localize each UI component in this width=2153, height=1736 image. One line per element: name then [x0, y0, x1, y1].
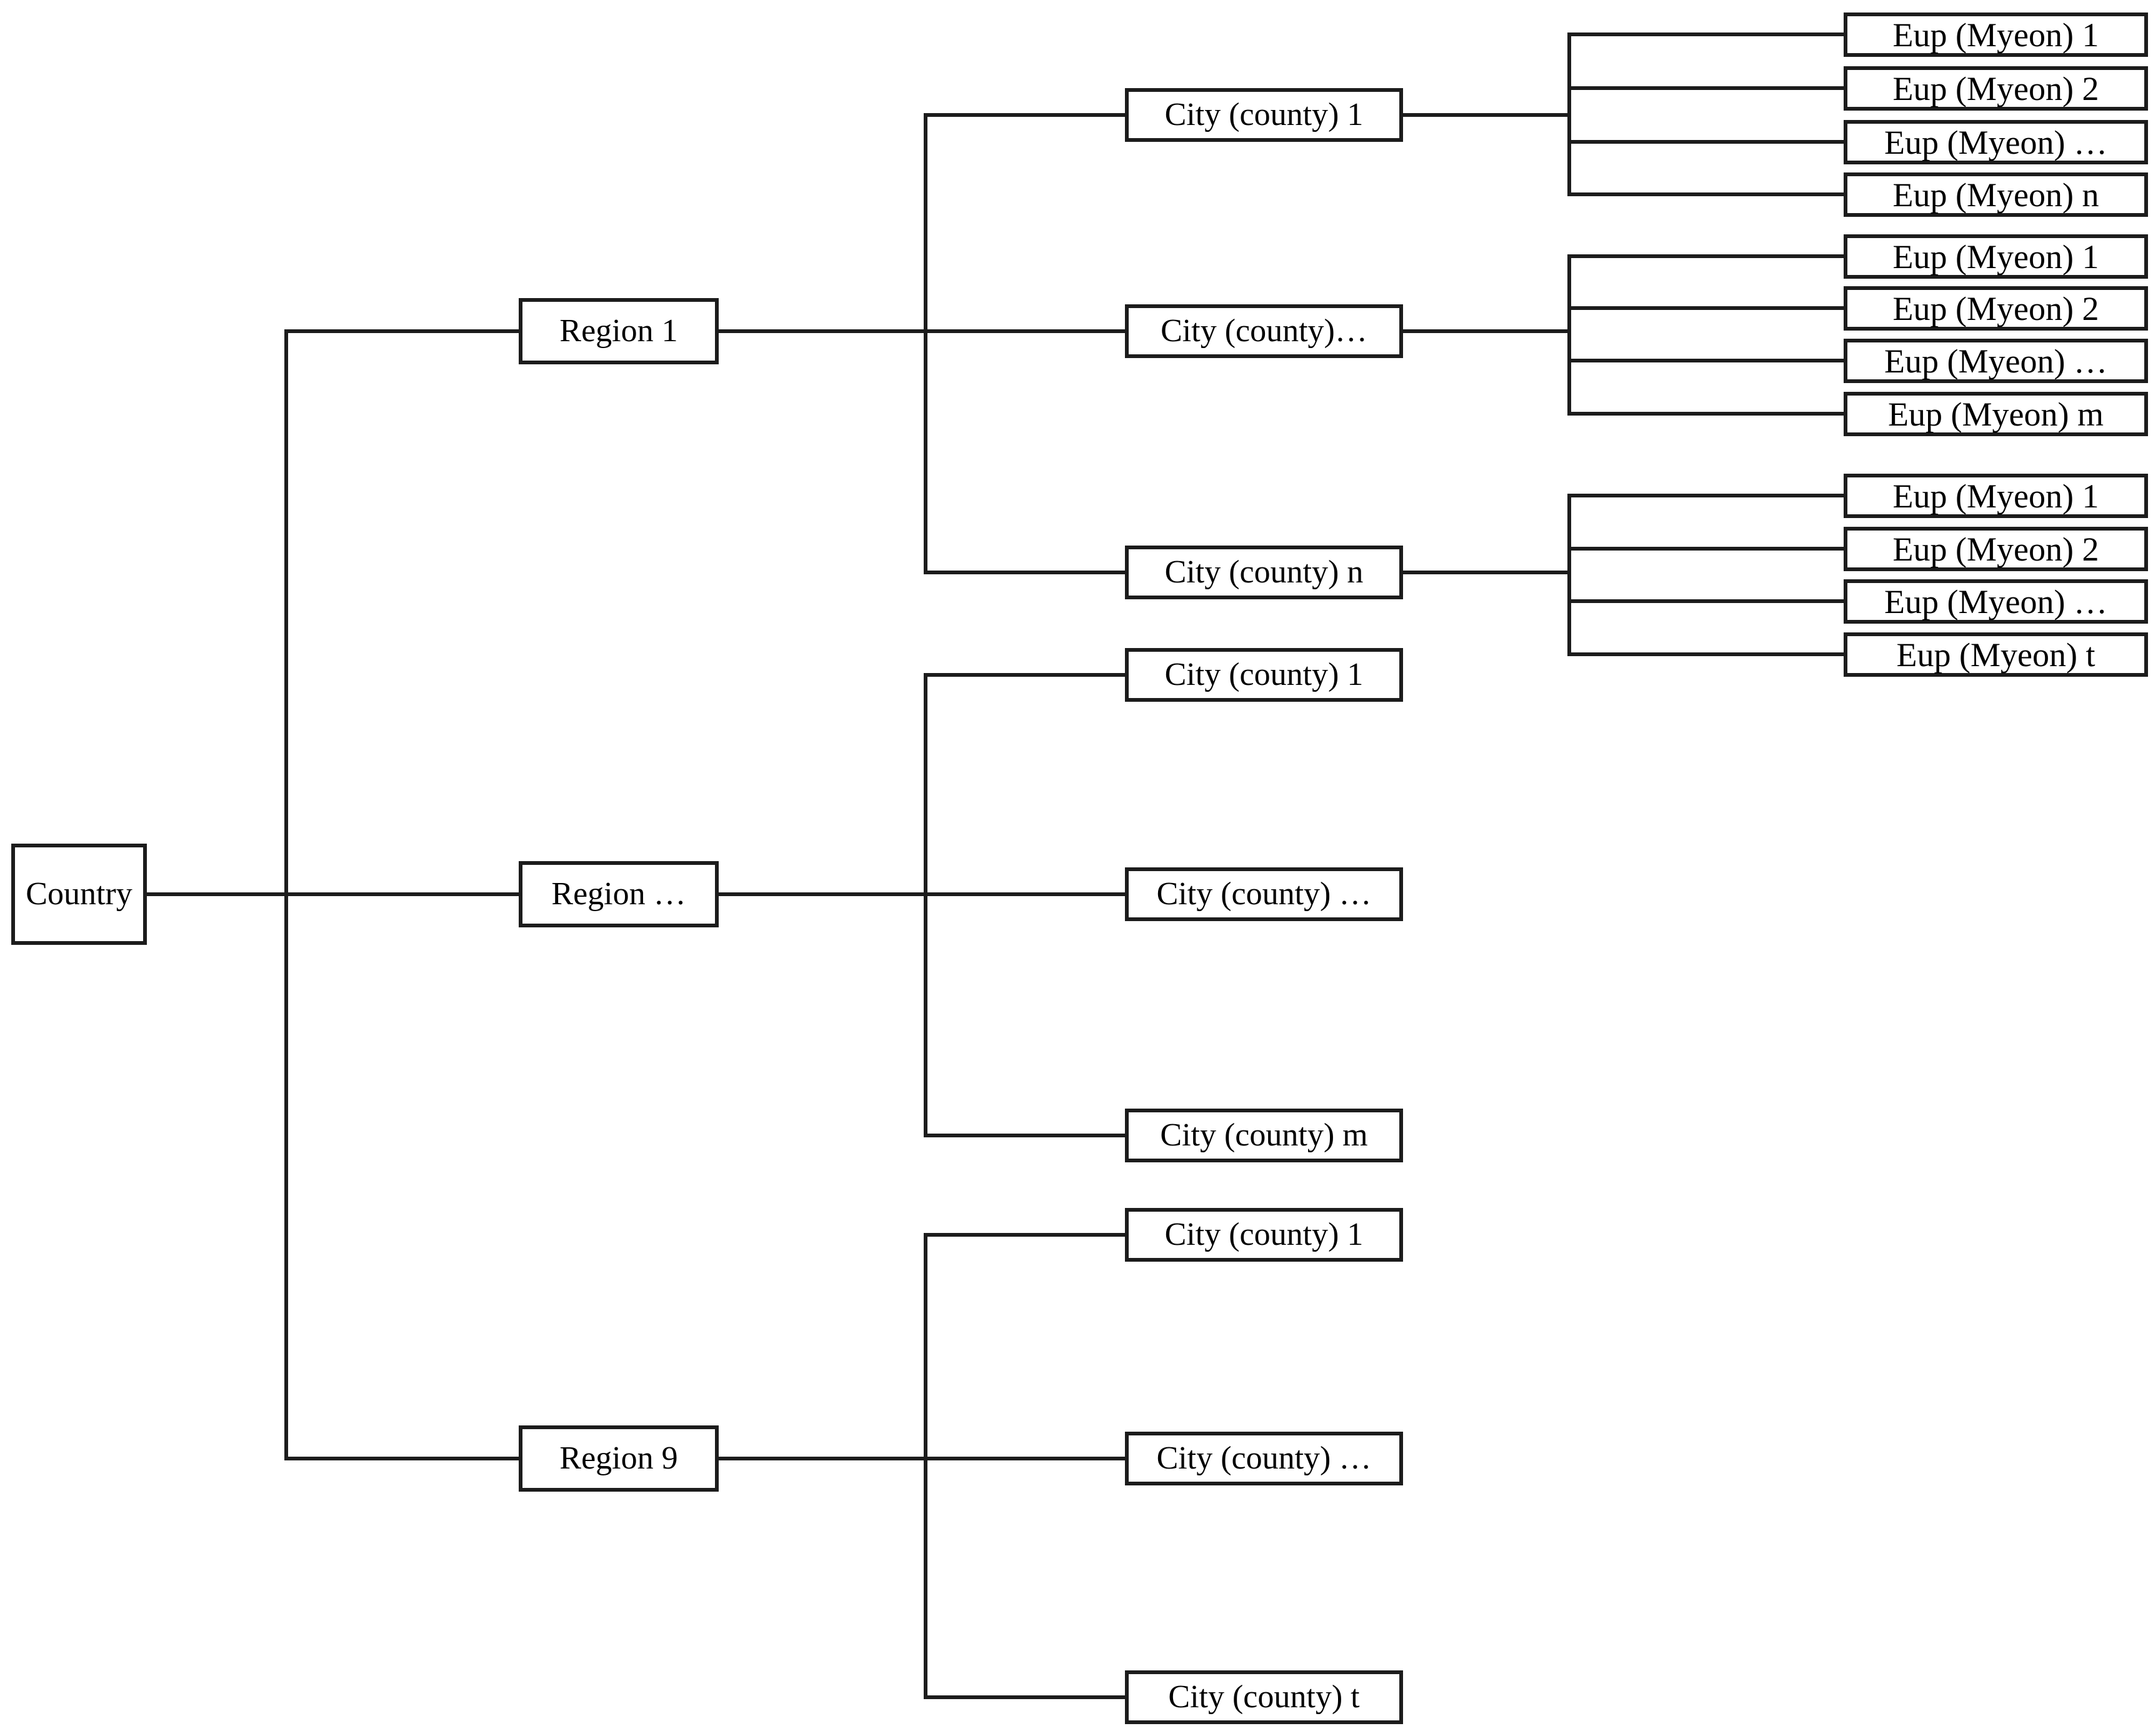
connector-eup-branch [1567, 359, 1844, 362]
node-country: Country [11, 844, 147, 945]
connector-city2-feed [1403, 329, 1569, 333]
connector-eup-branch [1567, 652, 1844, 656]
node-city-r1-ellipsis: City (county)… [1125, 304, 1403, 358]
node-eup-g3-ellipsis: Eup (Myeon) … [1844, 579, 2148, 624]
connector-eup-trunk-2 [1567, 254, 1571, 416]
connector-city-branch [924, 113, 1125, 117]
node-region-9: Region 9 [519, 1425, 719, 1492]
connector-eup-branch [1567, 32, 1844, 36]
node-eup-g2-ellipsis: Eup (Myeon) … [1844, 339, 2148, 383]
node-eup-g2-1: Eup (Myeon) 1 [1844, 234, 2148, 279]
connector-region9-branch [284, 1457, 519, 1460]
connector-country-feed [147, 892, 519, 896]
connector-eup-branch [1567, 599, 1844, 603]
node-city-r2-ellipsis: City (county) … [1125, 867, 1403, 921]
node-city-r2-m: City (county) m [1125, 1109, 1403, 1162]
connector-eup-branch [1567, 254, 1844, 258]
node-eup-g3-t: Eup (Myeon) t [1844, 632, 2148, 677]
connector-city-branch [924, 1695, 1125, 1699]
connector-eup-branch [1567, 547, 1844, 551]
node-eup-g2-m: Eup (Myeon) m [1844, 392, 2148, 436]
node-city-r1-n: City (county) n [1125, 546, 1403, 599]
node-eup-g1-1: Eup (Myeon) 1 [1844, 12, 2148, 57]
connector-region1-branch [284, 329, 519, 333]
node-eup-g2-2: Eup (Myeon) 2 [1844, 286, 2148, 331]
node-city-r1-1: City (county) 1 [1125, 88, 1403, 142]
connector-eup-branch [1567, 306, 1844, 310]
connector-eup-trunk-1 [1567, 32, 1571, 196]
connector-eup-trunk-3 [1567, 494, 1571, 656]
connector-city-branch [924, 571, 1125, 574]
connector-eup-branch [1567, 86, 1844, 90]
connector-region-trunk [284, 329, 288, 1460]
node-city-r2-1: City (county) 1 [1125, 648, 1403, 702]
connector-city-trunk-2 [924, 673, 927, 1137]
connector-eup-branch [1567, 494, 1844, 497]
node-region-ellipsis: Region … [519, 861, 719, 927]
connector-city-trunk-1 [924, 113, 927, 574]
connector-city-branch [924, 892, 1125, 896]
node-eup-g3-2: Eup (Myeon) 2 [1844, 527, 2148, 571]
connector-city-branch [924, 329, 1125, 333]
node-city-r3-1: City (county) 1 [1125, 1208, 1403, 1262]
node-city-r3-ellipsis: City (county) … [1125, 1432, 1403, 1485]
connector-city1-feed [1403, 113, 1569, 117]
connector-city-branch [924, 673, 1125, 677]
node-city-r3-t: City (county) t [1125, 1670, 1403, 1724]
connector-city-branch [924, 1134, 1125, 1137]
node-eup-g1-n: Eup (Myeon) n [1844, 172, 2148, 217]
connector-city3-feed [1403, 571, 1569, 574]
connector-region1-feed [719, 329, 927, 333]
connector-region3-feed [719, 1457, 927, 1460]
connector-city-trunk-3 [924, 1233, 927, 1699]
node-eup-g1-ellipsis: Eup (Myeon) … [1844, 120, 2148, 164]
node-eup-g3-1: Eup (Myeon) 1 [1844, 474, 2148, 518]
connector-city-branch [924, 1457, 1125, 1460]
connector-eup-branch [1567, 192, 1844, 196]
connector-eup-branch [1567, 412, 1844, 416]
connector-eup-branch [1567, 140, 1844, 144]
connector-region2-feed [719, 892, 927, 896]
node-region-1: Region 1 [519, 298, 719, 364]
connector-city-branch [924, 1233, 1125, 1237]
node-eup-g1-2: Eup (Myeon) 2 [1844, 66, 2148, 111]
